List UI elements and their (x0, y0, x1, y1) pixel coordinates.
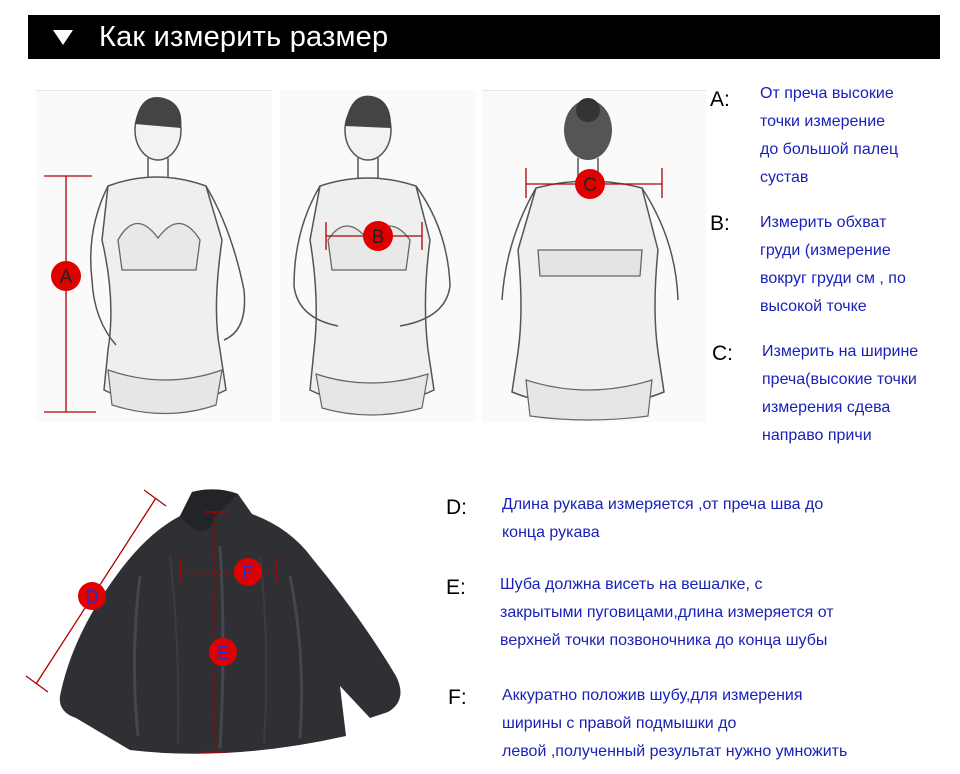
figure-front-pose: A (36, 90, 272, 422)
marker-e-label: E (217, 643, 229, 663)
measurement-c-key: C: (712, 342, 733, 365)
figure-front-pose-2: B (280, 90, 476, 422)
triangle-down-icon (53, 29, 73, 45)
fur-coat-figure: D F E (20, 486, 410, 762)
measurement-a-key: A: (710, 88, 730, 111)
measurement-f-key: F: (448, 686, 467, 709)
measurement-d-description: Длина рукава измеряется ,от преча шва до… (502, 496, 824, 541)
measurement-a-description: От преча высокие точки измерение до боль… (760, 85, 899, 186)
page-title: Как измерить размер (99, 20, 389, 53)
marker-f-label: F (243, 563, 254, 583)
measurement-e-key: E: (446, 576, 466, 599)
measurement-b-description: Измерить обхват груди (измерение вокруг … (760, 214, 906, 315)
section-header: Как измерить размер (28, 15, 940, 59)
figure-back-pose: C (482, 90, 706, 422)
marker-b-label: B (372, 227, 385, 248)
marker-c-label: C (583, 175, 597, 196)
measurement-c-description: Измерить на ширине преча(высокие точки и… (762, 343, 919, 444)
measurement-f-description: Аккуратно положив шубу,для измерения шир… (502, 687, 848, 760)
marker-a-label: A (60, 267, 73, 288)
measurement-b-key: B: (710, 212, 730, 235)
marker-d-label: D (86, 587, 99, 607)
measurement-e-description: Шуба должна висеть на вешалке, с закрыты… (500, 576, 834, 649)
measurement-d-key: D: (446, 496, 467, 519)
